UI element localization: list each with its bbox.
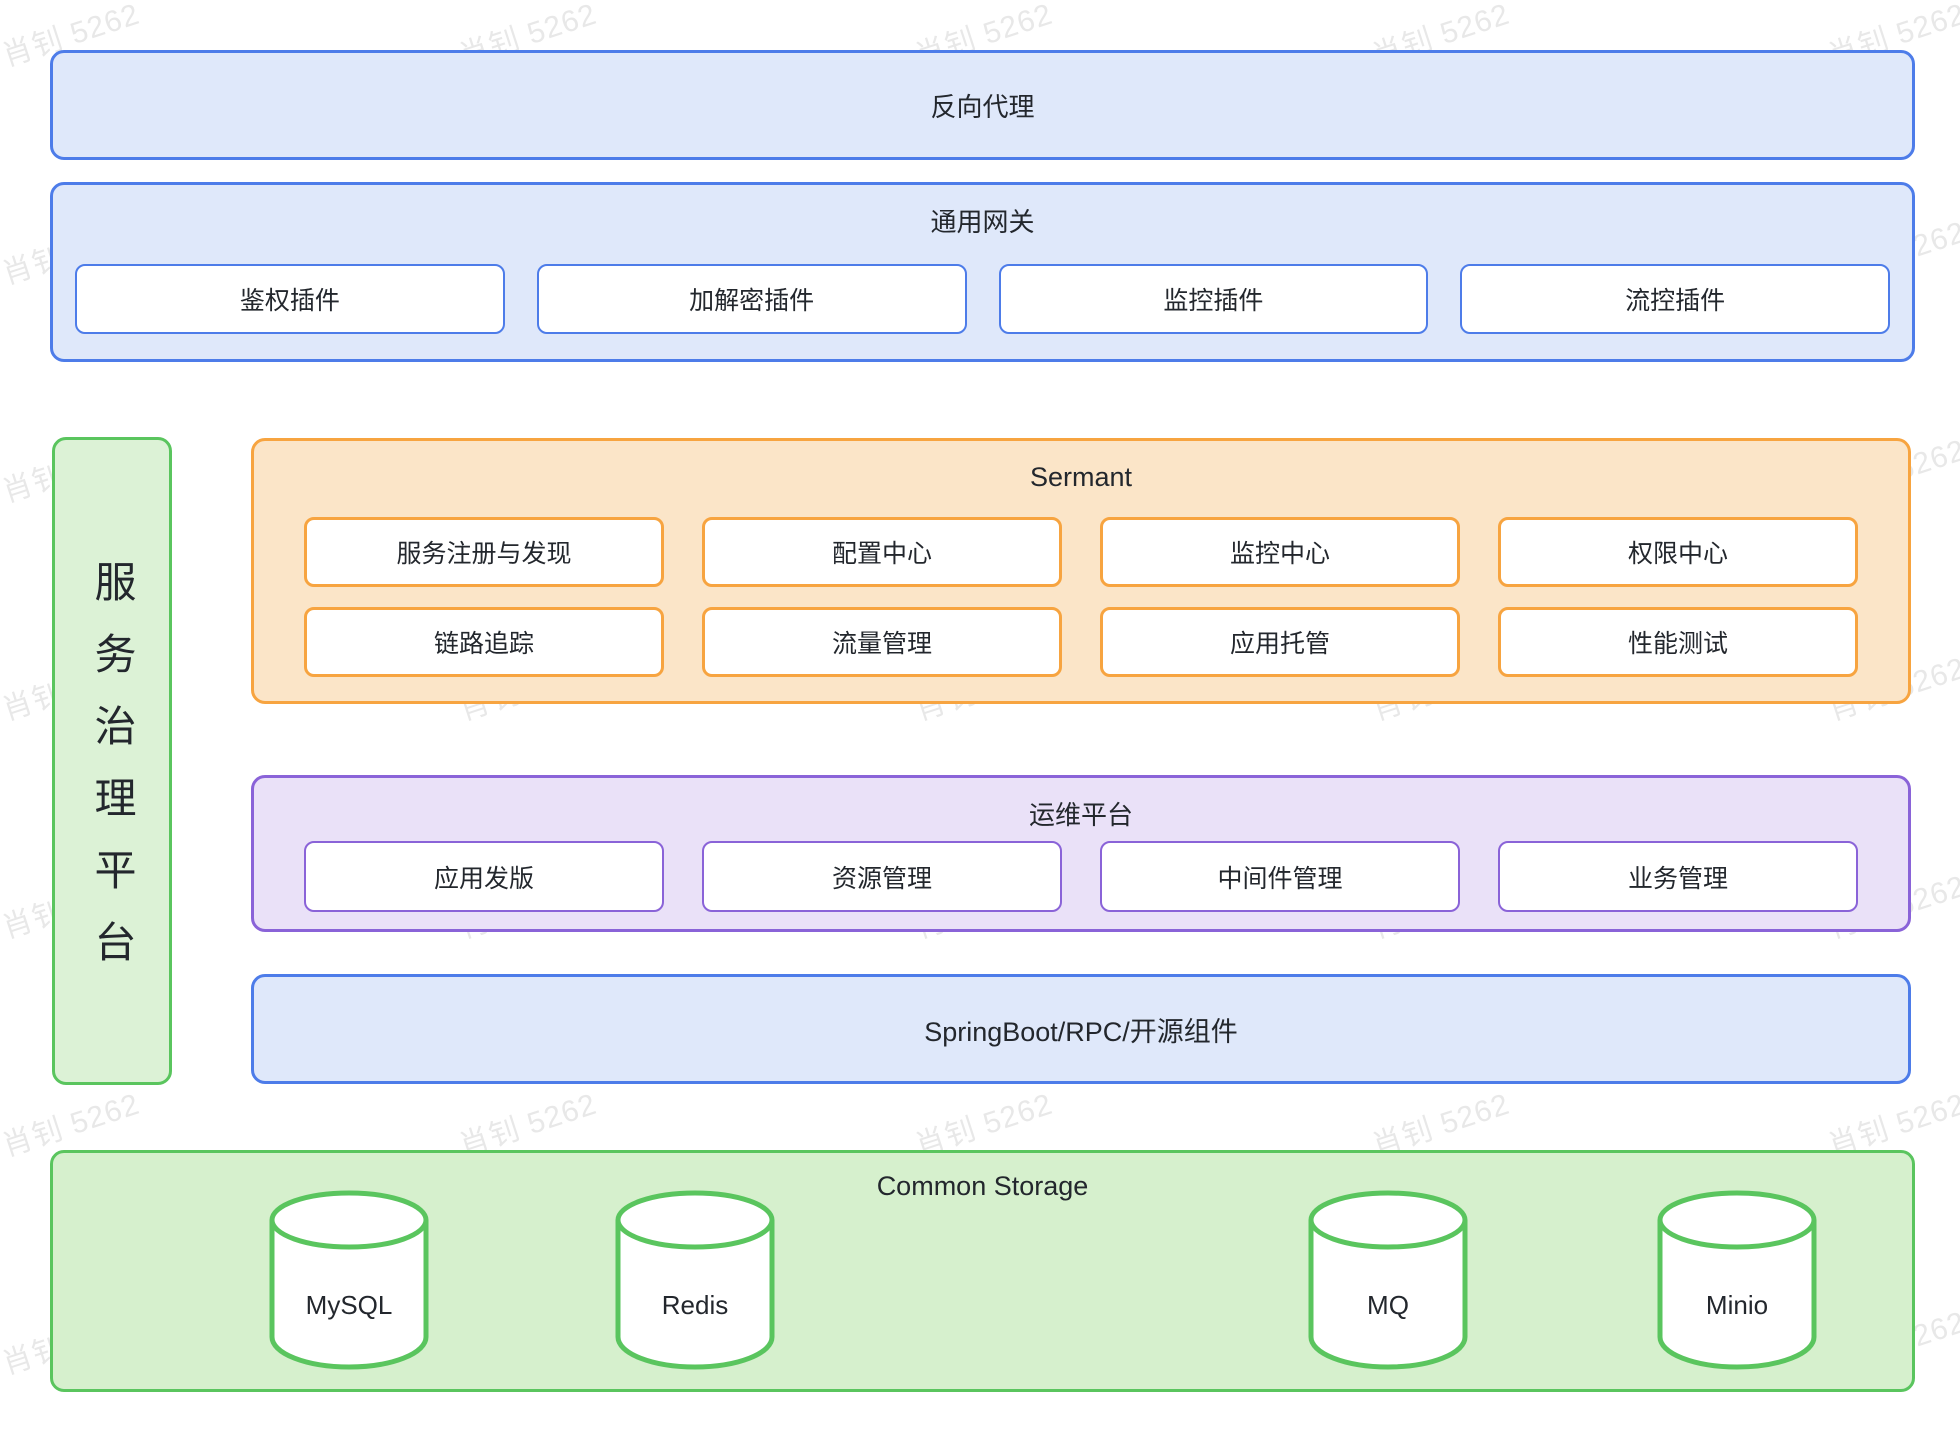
sermant-item-label: 应用托管 xyxy=(1229,630,1330,658)
storage-title: Common Storage xyxy=(876,1171,1089,1201)
sermant-item: 配置中心 xyxy=(702,517,1062,587)
sermant-box: Sermant 服务注册与发现 配置中心 监控中心 权限中心 链路追踪 流量管理… xyxy=(251,438,1911,704)
ops-item-label: 应用发版 xyxy=(433,864,534,893)
ops-item: 业务管理 xyxy=(1498,841,1858,912)
ops-item-label: 业务管理 xyxy=(1627,864,1728,893)
ops-item: 应用发版 xyxy=(304,841,664,912)
ops-item-row: 应用发版 资源管理 中间件管理 业务管理 xyxy=(304,841,1858,912)
database-cylinder: MySQL xyxy=(267,1190,431,1372)
gateway-box: 通用网关 鉴权插件 加解密插件 监控插件 流控插件 xyxy=(50,182,1915,362)
database-label: Minio xyxy=(1705,1290,1769,1320)
database-cylinder-icon xyxy=(615,1190,775,1370)
database-label: Redis xyxy=(661,1290,729,1320)
ops-item-label: 中间件管理 xyxy=(1217,864,1343,893)
sermant-item-label: 链路追踪 xyxy=(433,630,534,658)
ops-item: 资源管理 xyxy=(702,841,1062,912)
ops-item-label: 资源管理 xyxy=(831,864,932,893)
sermant-item: 链路追踪 xyxy=(304,607,664,677)
database-cylinder: MQ xyxy=(1306,1190,1470,1372)
sermant-row-1: 服务注册与发现 配置中心 监控中心 权限中心 xyxy=(304,517,1858,587)
sermant-row-2: 链路追踪 流量管理 应用托管 性能测试 xyxy=(304,607,1858,677)
ops-platform-box: 运维平台 应用发版 资源管理 中间件管理 业务管理 xyxy=(251,775,1911,932)
sermant-item: 监控中心 xyxy=(1100,517,1460,587)
plugin-box: 鉴权插件 xyxy=(75,264,505,334)
database-cylinder-icon xyxy=(1657,1190,1817,1370)
ops-title: 运维平台 xyxy=(1028,800,1133,830)
sermant-item-label: 服务注册与发现 xyxy=(396,540,572,568)
database-label: MQ xyxy=(1367,1290,1409,1320)
service-governance-sidebar: 服务治理平台 xyxy=(52,437,172,1085)
plugin-label: 加解密插件 xyxy=(689,287,815,315)
sidebar-label: 服务治理平台 xyxy=(89,560,136,992)
plugin-box: 流控插件 xyxy=(1460,264,1890,334)
reverse-proxy-label: 反向代理 xyxy=(930,91,1035,122)
plugin-label: 鉴权插件 xyxy=(239,287,340,315)
sermant-item-label: 监控中心 xyxy=(1229,540,1330,568)
database-label: MySQL xyxy=(305,1290,393,1320)
gateway-plugin-row: 鉴权插件 加解密插件 监控插件 流控插件 xyxy=(75,264,1890,334)
sermant-item: 性能测试 xyxy=(1498,607,1858,677)
sermant-item: 服务注册与发现 xyxy=(304,517,664,587)
sermant-item-label: 配置中心 xyxy=(831,540,932,568)
sermant-item-label: 性能测试 xyxy=(1627,630,1728,658)
gateway-title: 通用网关 xyxy=(930,207,1035,237)
database-cylinder: Minio xyxy=(1655,1190,1819,1372)
database-cylinder: Redis xyxy=(613,1190,777,1372)
plugin-label: 监控插件 xyxy=(1163,287,1264,315)
common-storage-box: Common Storage MySQL Redis MQ Minio xyxy=(50,1150,1915,1392)
springboot-box: SpringBoot/RPC/开源组件 xyxy=(251,974,1911,1084)
springboot-label: SpringBoot/RPC/开源组件 xyxy=(924,1016,1238,1047)
sermant-item: 流量管理 xyxy=(702,607,1062,677)
sermant-item-label: 流量管理 xyxy=(831,630,932,658)
plugin-box: 监控插件 xyxy=(998,264,1429,334)
sermant-item-label: 权限中心 xyxy=(1627,540,1728,568)
database-cylinder-icon xyxy=(269,1190,429,1370)
reverse-proxy-box: 反向代理 xyxy=(50,50,1915,160)
sermant-title: Sermant xyxy=(1029,462,1133,492)
sermant-item: 应用托管 xyxy=(1100,607,1460,677)
ops-item: 中间件管理 xyxy=(1100,841,1460,912)
plugin-label: 流控插件 xyxy=(1625,287,1726,315)
plugin-box: 加解密插件 xyxy=(536,264,967,334)
sermant-item: 权限中心 xyxy=(1498,517,1858,587)
database-cylinder-icon xyxy=(1308,1190,1468,1370)
